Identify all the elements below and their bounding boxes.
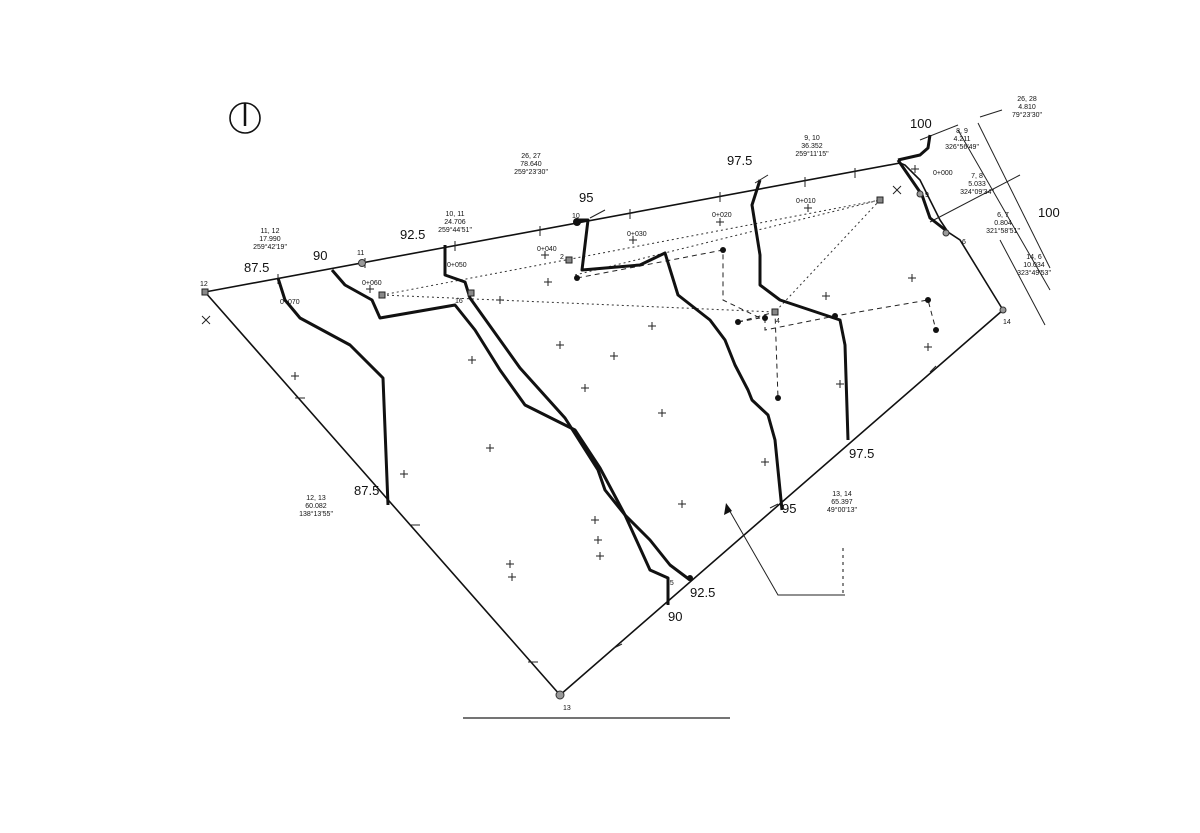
- svg-text:259°42'19": 259°42'19": [253, 243, 287, 251]
- point-id: 12: [200, 281, 208, 288]
- bearing-label: 26, 27 78.640 259°23'30": [514, 153, 548, 176]
- point-id: 4: [776, 318, 780, 325]
- chainage-label: 0+000: [933, 170, 953, 177]
- offset-lines: [576, 249, 937, 399]
- svg-text:9, 10: 9, 10: [804, 135, 820, 142]
- svg-text:14, 6: 14, 6: [1026, 254, 1042, 261]
- svg-text:7, 8: 7, 8: [971, 173, 983, 180]
- point-id: 9: [925, 192, 929, 199]
- point-id: 11: [357, 250, 364, 257]
- svg-text:323°49'53": 323°49'53": [1017, 269, 1051, 277]
- svg-text:78.640: 78.640: [520, 161, 542, 168]
- contour-label: 92.5: [690, 585, 715, 600]
- svg-text:12, 13: 12, 13: [306, 495, 326, 502]
- svg-text:4.810: 4.810: [1018, 104, 1036, 111]
- svg-text:17.990: 17.990: [259, 236, 281, 243]
- chainage-label: 0+010: [796, 198, 816, 205]
- boundary-ticks: [277, 168, 937, 663]
- chainage-label: 0+030: [627, 231, 647, 238]
- svg-text:49°00'13": 49°00'13": [827, 506, 857, 514]
- contour-label: 97.5: [849, 446, 874, 461]
- svg-text:10.034: 10.034: [1023, 262, 1045, 269]
- contour-label: 87.5: [244, 260, 269, 275]
- contour-label: 92.5: [400, 227, 425, 242]
- bearing-annotations: 11, 12 17.990 259°42'19" 10, 11 24.706 2…: [253, 96, 1051, 518]
- bearing-label: 14, 6 10.034 323°49'53": [1017, 254, 1051, 277]
- spot-level-markers: [201, 165, 932, 581]
- svg-text:326°56'49": 326°56'49": [945, 143, 979, 151]
- svg-text:24.706: 24.706: [444, 219, 466, 226]
- contour-lines: [276, 134, 949, 605]
- contour-label-group: 87.5 90 92.5 95 97.5 100 100 87.5 90 92.…: [244, 116, 1060, 624]
- svg-text:60.082: 60.082: [305, 503, 327, 510]
- point-id: 13: [563, 705, 571, 712]
- svg-text:4.211: 4.211: [954, 136, 971, 143]
- svg-text:321°58'51": 321°58'51": [986, 227, 1020, 235]
- svg-text:324°09'34": 324°09'34": [960, 188, 994, 196]
- point-id-group: 12 11 10 16 15 13 14 9 6 4 2: [200, 192, 1011, 712]
- north-arrow-icon: [229, 102, 261, 134]
- bearing-label: 8, 9 4.211 326°56'49": [945, 128, 979, 151]
- chainage-label: 0+060: [362, 280, 382, 287]
- contour-label: 97.5: [727, 153, 752, 168]
- chainage-label: 0+020: [712, 212, 732, 219]
- bearing-label: 9, 10 36.352 259°11'15": [795, 135, 829, 158]
- svg-text:65.397: 65.397: [831, 499, 853, 506]
- chainage-label: 0+070: [280, 299, 300, 306]
- survey-points: [201, 190, 1007, 700]
- contour-label: 100: [910, 116, 932, 131]
- svg-text:5.033: 5.033: [968, 181, 986, 188]
- svg-text:8, 9: 8, 9: [956, 128, 968, 135]
- bearing-label: 26, 28 4.810 79°23'30": [1012, 96, 1042, 119]
- point-id: 14: [1003, 319, 1011, 326]
- chainage-label: 0+050: [447, 262, 467, 269]
- svg-text:10, 11: 10, 11: [446, 211, 465, 218]
- contour-label: 95: [579, 190, 593, 205]
- svg-text:13, 14: 13, 14: [832, 491, 852, 498]
- svg-text:26, 28: 26, 28: [1017, 96, 1037, 103]
- point-id: 16: [455, 298, 463, 305]
- contour-label: 90: [668, 609, 682, 624]
- contour-label: 87.5: [354, 483, 379, 498]
- bearing-label: 7, 8 5.033 324°09'34": [960, 173, 994, 196]
- svg-text:36.352: 36.352: [801, 143, 823, 150]
- x-marker: [201, 315, 211, 325]
- contour-label: 95: [782, 501, 796, 516]
- bearing-label: 10, 11 24.706 259°44'51": [438, 211, 472, 234]
- svg-text:0.804: 0.804: [994, 220, 1012, 227]
- svg-text:26, 27: 26, 27: [521, 153, 541, 160]
- bearing-label: 12, 13 60.082 138°13'55": [299, 495, 333, 518]
- svg-text:11, 12: 11, 12: [261, 228, 280, 235]
- x-marker: [892, 185, 902, 195]
- svg-text:79°23'30": 79°23'30": [1012, 111, 1042, 119]
- chainage-group: 0+000 0+010 0+020 0+030 0+040 0+050 0+06…: [280, 170, 953, 306]
- bearing-label: 11, 12 17.990 259°42'19": [253, 228, 287, 251]
- svg-text:6, 7: 6, 7: [997, 212, 1009, 219]
- svg-text:138°13'55": 138°13'55": [299, 510, 333, 518]
- svg-text:259°23'30": 259°23'30": [514, 168, 548, 176]
- bearing-label: 13, 14 65.397 49°00'13": [827, 491, 857, 514]
- alignment-line: [381, 199, 881, 313]
- bearing-label: 6, 7 0.804 321°58'51": [986, 212, 1020, 235]
- svg-text:259°44'51": 259°44'51": [438, 226, 472, 234]
- contour-label: 90: [313, 248, 327, 263]
- point-id: 2: [560, 254, 564, 261]
- chainage-label: 0+040: [537, 246, 557, 253]
- point-id: 6: [962, 239, 966, 246]
- point-id: 15: [666, 580, 674, 587]
- contour-label: 100: [1038, 205, 1060, 220]
- svg-text:259°11'15": 259°11'15": [795, 150, 829, 158]
- leader-arrow: [724, 503, 845, 596]
- point-id: 10: [572, 213, 580, 220]
